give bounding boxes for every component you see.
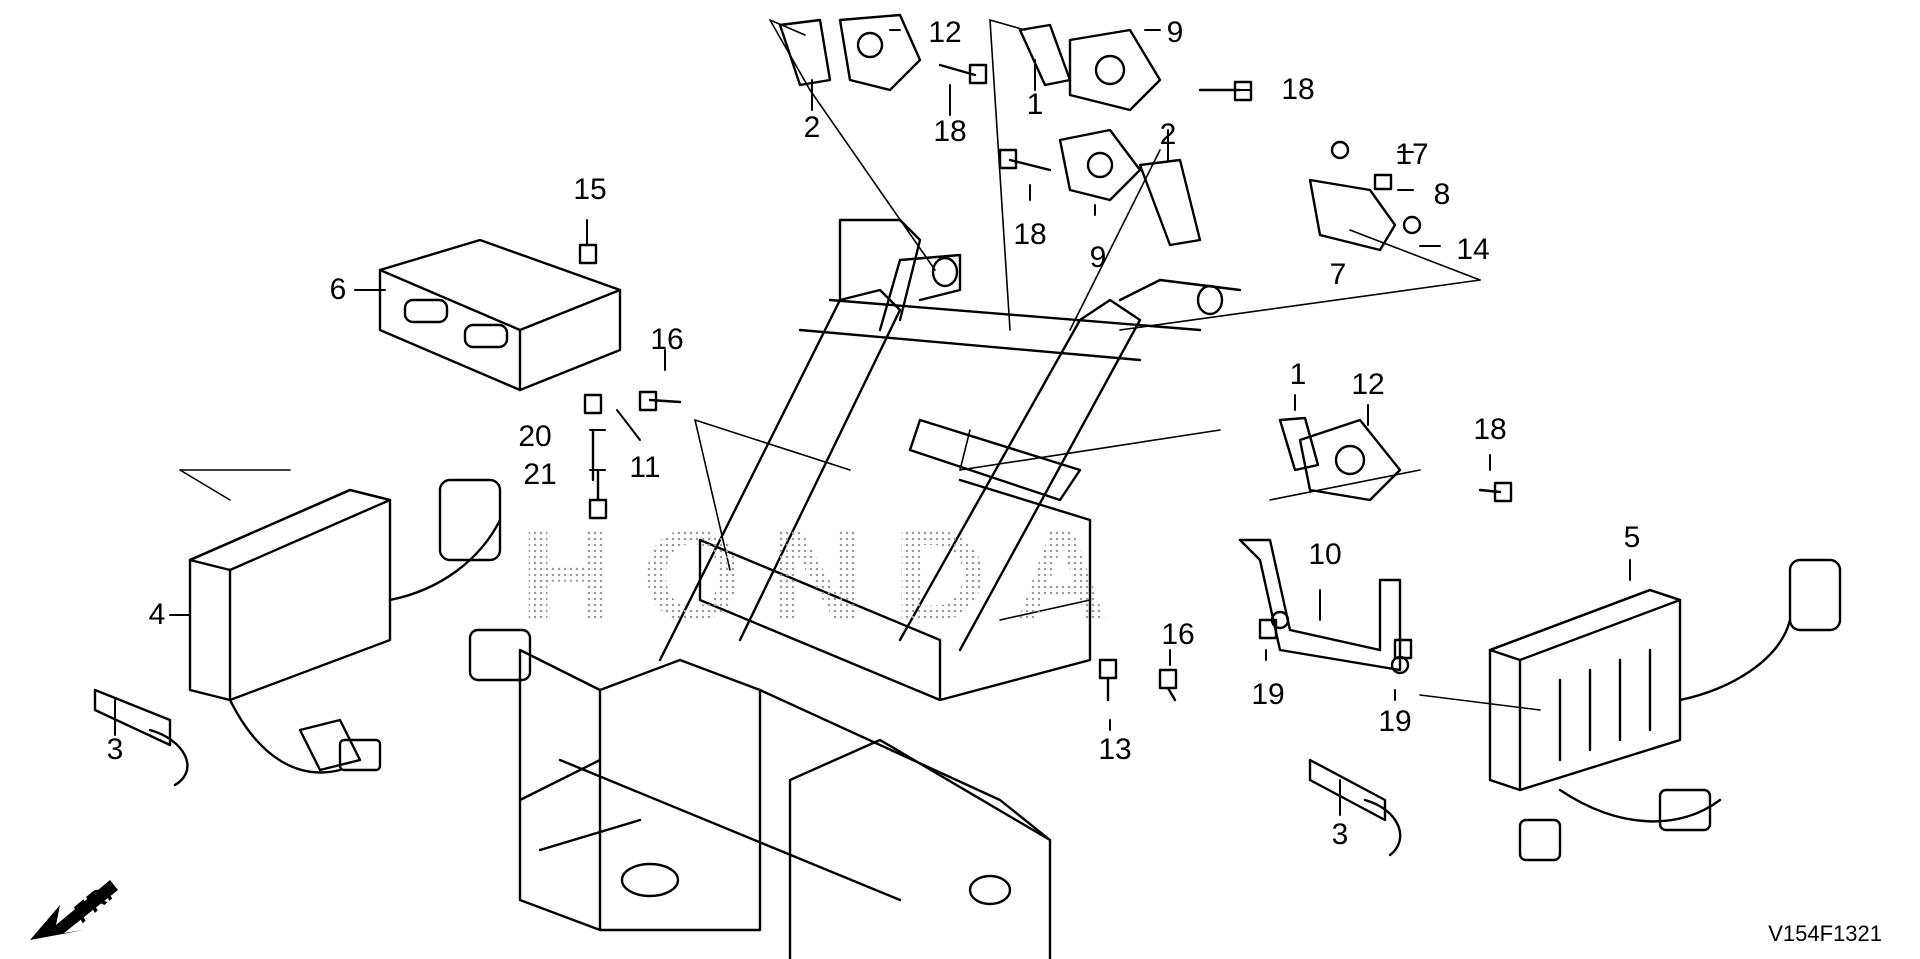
callout-3[interactable]: 3: [1331, 818, 1349, 851]
handlebar-frame: [518, 218, 1242, 959]
callout-1[interactable]: 1: [1289, 358, 1307, 391]
callout-19[interactable]: 19: [1251, 678, 1285, 711]
callout-16[interactable]: 16: [650, 323, 684, 356]
callout-5[interactable]: 5: [1623, 521, 1641, 554]
callout-18[interactable]: 18: [1281, 73, 1315, 106]
callout-stems: [114, 29, 1631, 816]
callout-14[interactable]: 14: [1456, 233, 1490, 266]
part-5-regulator: [1488, 558, 1842, 862]
callout-17[interactable]: 17: [1395, 138, 1429, 171]
callout-9[interactable]: 9: [1166, 16, 1184, 49]
callout-19[interactable]: 19: [1378, 705, 1412, 738]
callout-12[interactable]: 12: [928, 16, 962, 49]
front-direction-arrow-icon: [30, 880, 118, 940]
callout-8[interactable]: 8: [1433, 178, 1451, 211]
part-6-control-module: [378, 238, 622, 392]
part-9-switch-top: [1018, 23, 1202, 247]
callout-2[interactable]: 2: [1159, 118, 1177, 151]
part-12-switch-right: [1278, 416, 1402, 502]
callout-1[interactable]: 1: [1026, 88, 1044, 121]
part-4-control-unit: [188, 478, 532, 774]
callout-7[interactable]: 7: [1329, 258, 1347, 291]
callout-6[interactable]: 6: [329, 273, 347, 306]
callout-13[interactable]: 13: [1098, 733, 1132, 766]
part-12-switch-top: [778, 13, 922, 92]
callout-21[interactable]: 21: [523, 458, 557, 491]
diagram-code: V154F1321: [1768, 921, 1882, 946]
callout-15[interactable]: 15: [573, 173, 607, 206]
callout-20[interactable]: 20: [518, 420, 552, 453]
callout-9[interactable]: 9: [1089, 241, 1107, 274]
callout-4[interactable]: 4: [148, 598, 166, 631]
callout-16[interactable]: 16: [1161, 618, 1195, 651]
part-7-switch: [1308, 140, 1422, 252]
callout-18[interactable]: 18: [933, 115, 967, 148]
part-3-clamps: [93, 688, 1402, 857]
callout-18[interactable]: 18: [1013, 218, 1047, 251]
callout-3[interactable]: 3: [106, 733, 124, 766]
leader-lines: [179, 19, 1541, 711]
callout-2[interactable]: 2: [803, 111, 821, 144]
callout-12[interactable]: 12: [1351, 368, 1385, 401]
callout-10[interactable]: 10: [1308, 538, 1342, 571]
callout-18[interactable]: 18: [1473, 413, 1507, 446]
brand-watermark: HONDA: [520, 502, 1137, 648]
callout-11[interactable]: 11: [629, 451, 661, 484]
